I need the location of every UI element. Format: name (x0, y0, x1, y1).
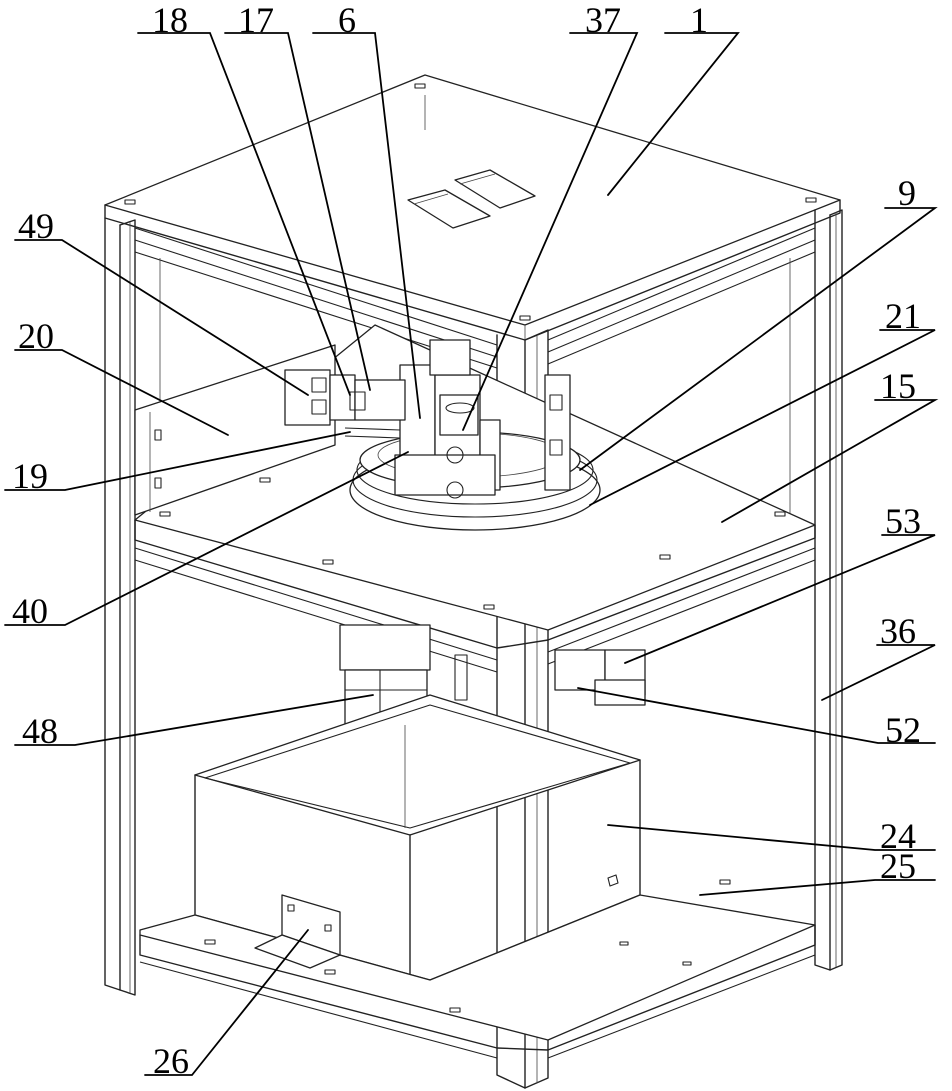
label-21: 21 (885, 298, 921, 334)
label-18: 18 (152, 2, 188, 38)
motor-53 (555, 650, 645, 705)
label-17: 17 (238, 2, 274, 38)
label-52: 52 (885, 712, 921, 748)
label-9: 9 (898, 175, 916, 211)
label-40: 40 (12, 593, 48, 629)
label-6: 6 (338, 2, 356, 38)
label-36: 36 (880, 613, 916, 649)
label-20: 20 (18, 318, 54, 354)
label-37: 37 (585, 2, 621, 38)
label-48: 48 (22, 713, 58, 749)
label-26: 26 (153, 1043, 189, 1079)
label-19: 19 (12, 458, 48, 494)
bottom-plate (140, 880, 815, 1058)
leader-21 (590, 330, 935, 505)
label-1: 1 (690, 2, 708, 38)
top-plate (105, 75, 840, 340)
label-53: 53 (885, 503, 921, 539)
leader-36 (822, 645, 935, 700)
label-25: 25 (880, 848, 916, 884)
label-49: 49 (18, 208, 54, 244)
label-15: 15 (880, 368, 916, 404)
